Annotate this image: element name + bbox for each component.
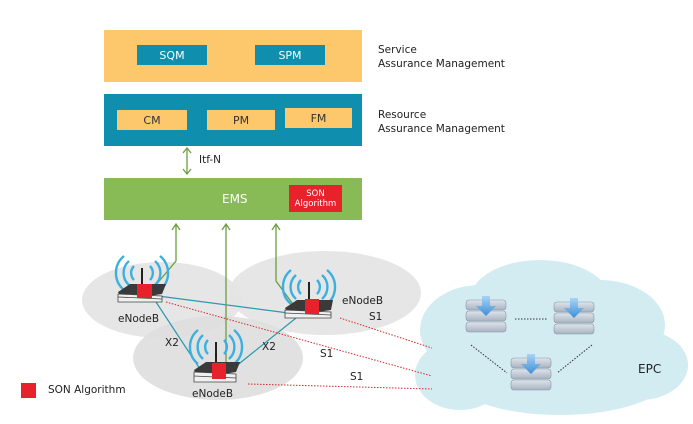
epc-server-top-left-icon [465,296,507,333]
ems-label: EMS [222,192,248,206]
s1-link-c [247,383,433,390]
enodeb-right-icon [281,269,337,319]
enodeb-left-label: eNodeB [118,313,159,325]
s1-label-b: S1 [320,348,333,360]
enodeb-bottom-label: eNodeB [192,388,233,400]
service-label-line2: Assurance Management [378,58,505,70]
fm-box: FM [285,108,352,128]
sqm-label: SQM [159,48,185,62]
enodeb-bottom-icon [188,329,244,383]
enodeb-right-label: eNodeB [342,295,383,307]
x2-right-label: X2 [262,341,276,353]
s1-link-b [165,301,433,377]
resource-label-line2: Assurance Management [378,123,505,135]
ems-son-line2: Algorithm [294,198,337,209]
uplink-right [275,224,299,312]
cm-box: CM [117,110,187,130]
x2-link-top [157,295,297,315]
enodeb-left-icon [114,255,170,303]
epc-server-bottom-icon [510,354,552,391]
spm-box: SPM [255,45,325,65]
sqm-box: SQM [137,45,207,65]
itf-n-label: Itf-N [199,154,221,166]
pm-label: PM [232,113,250,127]
s1-link-a [339,317,433,349]
s1-label-a: S1 [369,311,382,323]
spm-label: SPM [278,48,302,62]
ems-son-algorithm-box: SON Algorithm [289,185,342,212]
legend-son-label: SON Algorithm [48,384,126,396]
epc-label: EPC [638,362,661,376]
epc-cloud [415,260,688,415]
x2-left-label: X2 [165,337,179,349]
epc-link-right [556,344,593,374]
service-label-line1: Service [378,44,417,56]
pm-box: PM [207,110,275,130]
s1-label-c: S1 [350,371,363,383]
ems-son-line1: SON [306,188,325,199]
cell-coverage-right [229,251,421,335]
itf-n-arrow-icon [182,146,192,176]
resource-label-line1: Resource [378,109,427,121]
legend-son-swatch [21,383,36,398]
cell-coverage-bottom [133,316,303,400]
cm-label: CM [143,113,161,127]
epc-server-top-right-icon [553,298,595,335]
x2-link-right [229,317,297,372]
fm-label: FM [310,111,327,125]
service-layer-label: Service Assurance Management [378,43,505,71]
resource-layer-label: Resource Assurance Management [378,108,505,136]
